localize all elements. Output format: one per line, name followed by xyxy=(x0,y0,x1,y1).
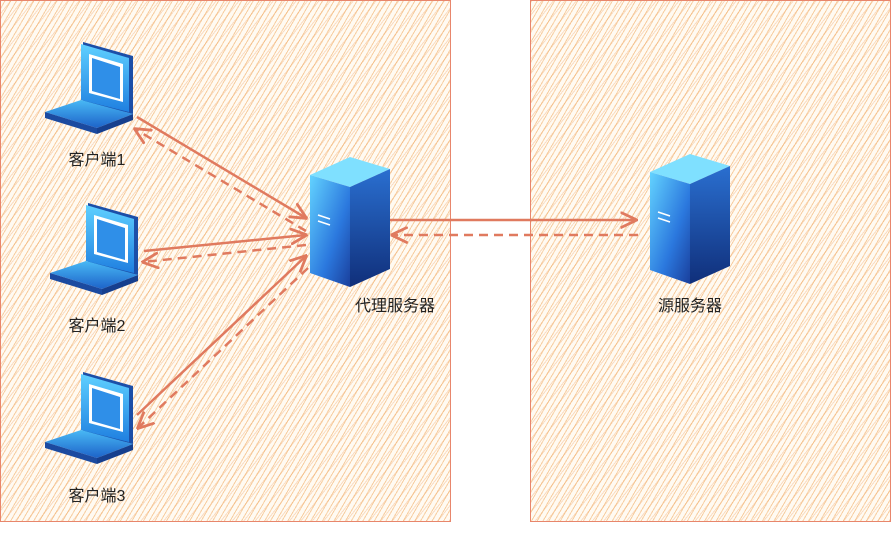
origin-server-label: 源服务器 xyxy=(657,298,723,315)
laptop-icon xyxy=(45,42,133,134)
client2-label: 客户端2 xyxy=(68,318,126,335)
arrow-proxy-to-client1 xyxy=(135,129,307,233)
proxy-server-label: 代理服务器 xyxy=(354,298,436,315)
server-icon xyxy=(650,154,730,284)
server-icon xyxy=(310,157,390,287)
client3-label: 客户端3 xyxy=(68,488,126,505)
arrow-client2-to-proxy xyxy=(143,235,306,253)
client1-label: 客户端1 xyxy=(68,152,126,169)
arrow-proxy-to-client2 xyxy=(143,243,307,262)
arrow-proxy-to-client3 xyxy=(138,267,309,428)
arrow-client3-to-proxy xyxy=(136,256,306,416)
arrow-client1-to-proxy xyxy=(136,115,306,218)
laptop-icon xyxy=(50,203,138,295)
laptop-icon xyxy=(45,372,133,464)
